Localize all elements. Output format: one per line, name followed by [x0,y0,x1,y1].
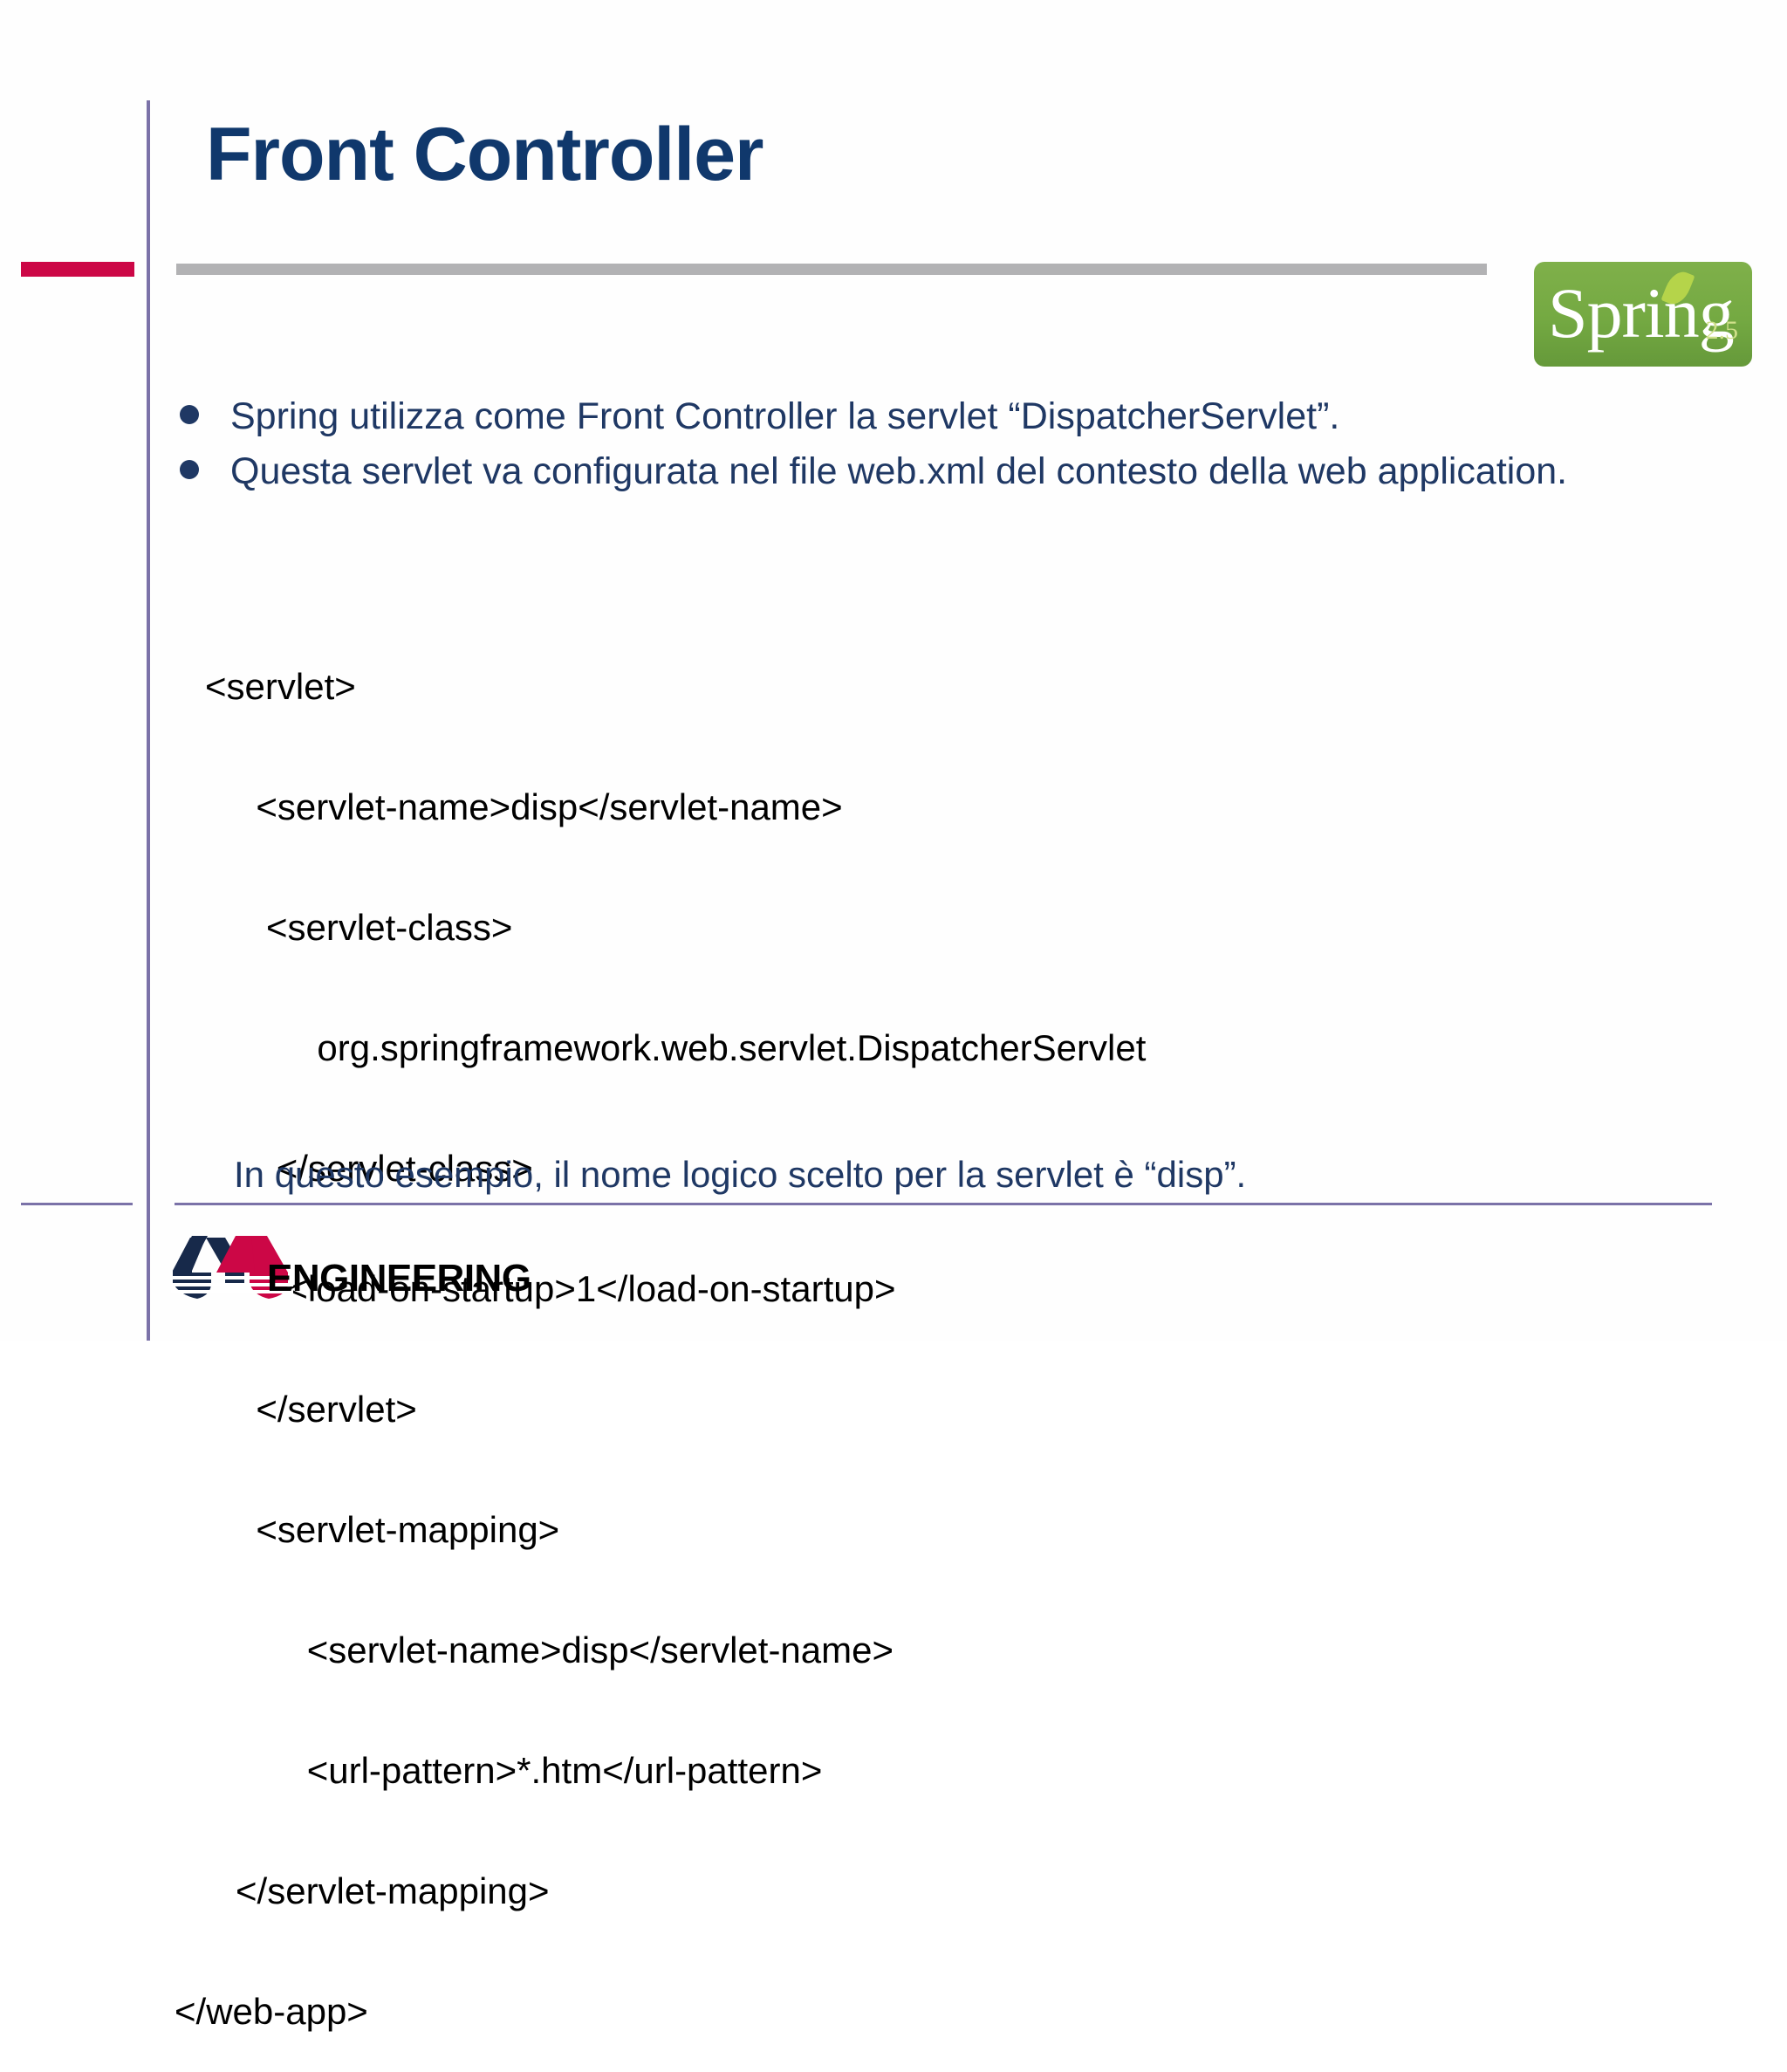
code-line: <load-on-startup>1</load-on-startup> [175,1268,896,1309]
spring-logo: Spring 2.5 [1534,262,1752,367]
bullet-list: Spring utilizza come Front Controller la… [180,391,1576,501]
code-line: <servlet-name>disp</servlet-name> [175,786,843,827]
code-line: <servlet-mapping> [175,1509,560,1550]
bullet-text: Questa servlet va configurata nel file w… [230,450,1568,492]
engineering-wordmark: ENGINEERING [267,1257,531,1300]
code-line: <servlet> [175,666,356,707]
bullet-dot-icon [180,460,199,479]
spring-version-label: 2.5 [1705,316,1739,345]
title-underline-rule [176,264,1487,275]
code-line: </web-app> [175,1991,368,2032]
engineering-mark-icon [171,1236,293,1299]
bullet-dot-icon [180,405,199,424]
closing-note: In questo esempio, il nome logico scelto… [234,1154,1247,1195]
engineering-logo: ENGINEERING [171,1232,531,1316]
code-line: </servlet> [175,1389,417,1430]
vertical-accent-rule [147,100,150,1341]
left-crimson-accent-bar [21,262,134,277]
xml-code-block: <servlet> <servlet-name>disp</servlet-na… [175,587,1658,2072]
code-line: <servlet-name>disp</servlet-name> [175,1629,894,1671]
list-item: Questa servlet va configurata nel file w… [180,446,1576,497]
slide-title: Front Controller [206,113,763,196]
code-line: <servlet-class> [175,907,513,948]
left-purple-accent-bar [21,1203,133,1205]
list-item: Spring utilizza come Front Controller la… [180,391,1576,443]
bullet-text: Spring utilizza come Front Controller la… [230,395,1340,437]
spring-wordmark: Spring [1548,273,1735,353]
code-line: </servlet-mapping> [175,1870,550,1911]
footer-divider-rule [175,1203,1712,1205]
code-line: org.springframework.web.servlet.Dispatch… [175,1027,1147,1068]
code-line: </servlet-class> [175,1148,533,1189]
code-line: <url-pattern>*.htm</url-pattern> [175,1750,823,1791]
